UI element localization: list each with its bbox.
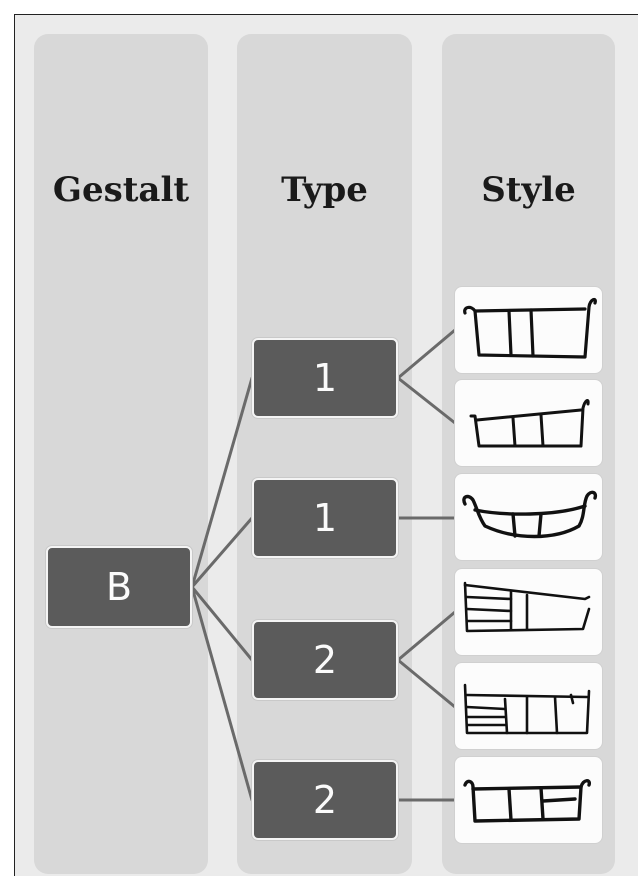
gestalt-header: Gestalt — [52, 170, 190, 210]
edge-b-type2a — [190, 585, 254, 662]
type-column: Type — [237, 34, 412, 874]
style-tile-6 — [455, 757, 602, 843]
gestalt-column: Gestalt — [34, 34, 208, 874]
style-tile-2 — [455, 380, 602, 466]
edge-b-type2b — [190, 585, 254, 802]
type-header: Type — [281, 170, 368, 210]
edge-b-type1a — [190, 376, 254, 589]
type-node-2b: 2 — [252, 760, 398, 840]
edge-type2a-style4 — [396, 610, 457, 662]
vessel-sketch-2a-icon — [463, 581, 591, 633]
type-node-2a: 2 — [252, 620, 398, 700]
vessel-sketch-2b-icon — [463, 683, 591, 735]
vessel-sketch-1c-icon — [462, 490, 598, 539]
edge-type2a-style5 — [396, 658, 457, 709]
edge-type1a-style1 — [396, 328, 457, 380]
style-header: Style — [481, 170, 576, 210]
style-tile-3 — [455, 474, 602, 560]
type-node-1a: 1 — [252, 338, 398, 418]
style-tile-1 — [455, 287, 602, 373]
vessel-sketch-1a-icon — [463, 297, 597, 359]
edge-type1a-style2 — [396, 376, 457, 425]
type-node-1b: 1 — [252, 478, 398, 558]
vessel-sketch-2c-icon — [463, 779, 591, 823]
edge-b-type1b — [190, 516, 254, 589]
style-tile-4 — [455, 569, 602, 655]
gestalt-node-b: B — [46, 546, 192, 628]
style-tile-5 — [455, 663, 602, 749]
vessel-sketch-1b-icon — [469, 399, 590, 448]
